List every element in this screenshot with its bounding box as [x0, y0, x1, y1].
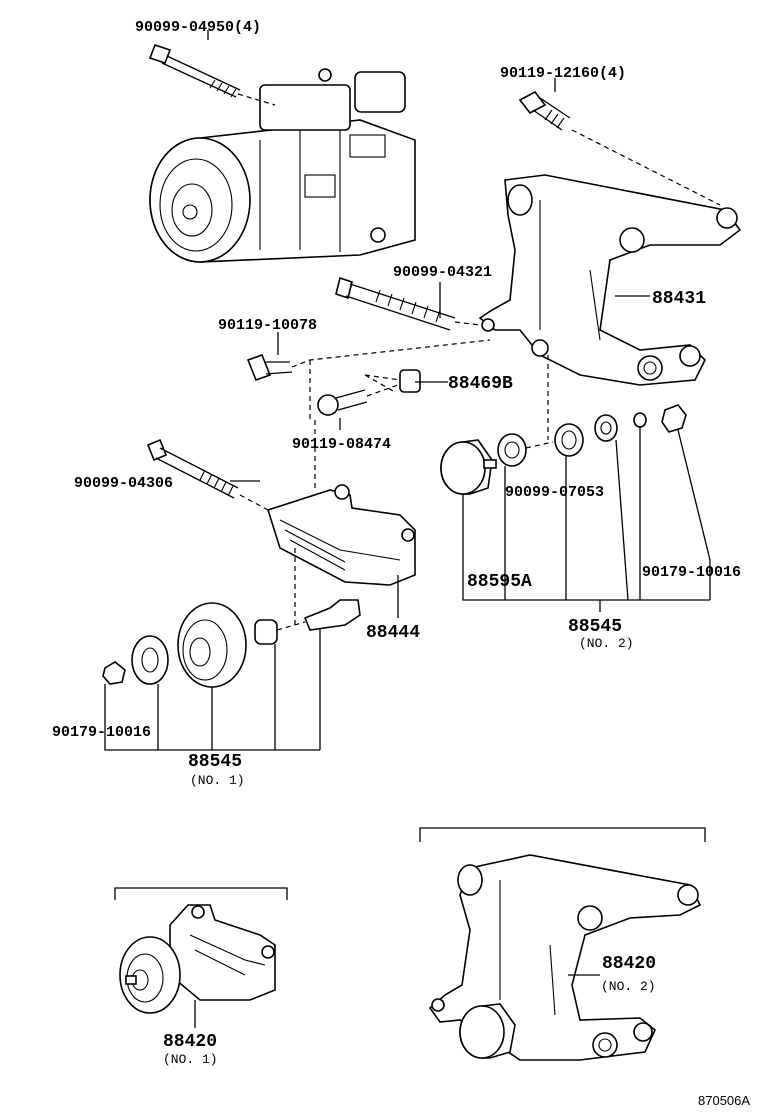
- label-pulley-no2-number: 88545: [568, 617, 622, 637]
- bolt-90119-12160: [518, 90, 571, 131]
- label-pulley-no2-sub: (NO. 2): [579, 636, 634, 651]
- label-bracket-88431: 88431: [652, 289, 706, 309]
- bracket-88444: [266, 484, 416, 586]
- label-bolt-90119-12160: 90119-12160(4): [500, 65, 626, 82]
- label-bolt-90119-10078: 90119-10078: [218, 317, 317, 334]
- label-ring-90099-07053: 90099-07053: [505, 484, 604, 501]
- bracket-88431: [478, 174, 742, 386]
- label-nut-90179-10016-right: 90179-10016: [642, 564, 741, 581]
- label-bearing-88595a: 88595A: [467, 572, 532, 592]
- label-bracket-88444: 88444: [366, 623, 420, 643]
- leader-lines: [104, 30, 711, 751]
- label-assembly-no2-sub: (NO. 2): [601, 979, 656, 994]
- drawing-code: 870506A: [698, 1093, 750, 1108]
- label-nut-90179-10016-left: 90179-10016: [52, 724, 151, 741]
- bolt-90119-10078: [246, 353, 293, 382]
- part-88469b: [399, 369, 421, 393]
- pulley-no2-assembly: [440, 404, 687, 495]
- label-bolt-90099-04950: 90099-04950(4): [135, 19, 261, 36]
- assembly-88420-no1: [114, 887, 288, 1028]
- label-pulley-no1-sub: (NO. 1): [190, 773, 245, 788]
- compressor: [149, 68, 416, 263]
- bolt-90099-04321: [335, 276, 456, 331]
- label-part-88469b: 88469B: [448, 374, 513, 394]
- label-bolt-90099-04306: 90099-04306: [74, 475, 173, 492]
- pulley-no1-assembly: [102, 599, 361, 688]
- bolt-90099-04950: [148, 43, 241, 98]
- label-bolt-90099-04321: 90099-04321: [393, 264, 492, 281]
- label-assembly-no1-number: 88420: [163, 1032, 217, 1052]
- label-assembly-no2-number: 88420: [602, 954, 656, 974]
- bolt-90119-08474: [317, 389, 368, 416]
- bolt-90099-04306: [146, 438, 239, 499]
- label-assembly-no1-sub: (NO. 1): [163, 1052, 218, 1067]
- label-bolt-90119-08474: 90119-08474: [292, 436, 391, 453]
- label-pulley-no1-number: 88545: [188, 752, 242, 772]
- assembly-88420-no2: [419, 827, 706, 1061]
